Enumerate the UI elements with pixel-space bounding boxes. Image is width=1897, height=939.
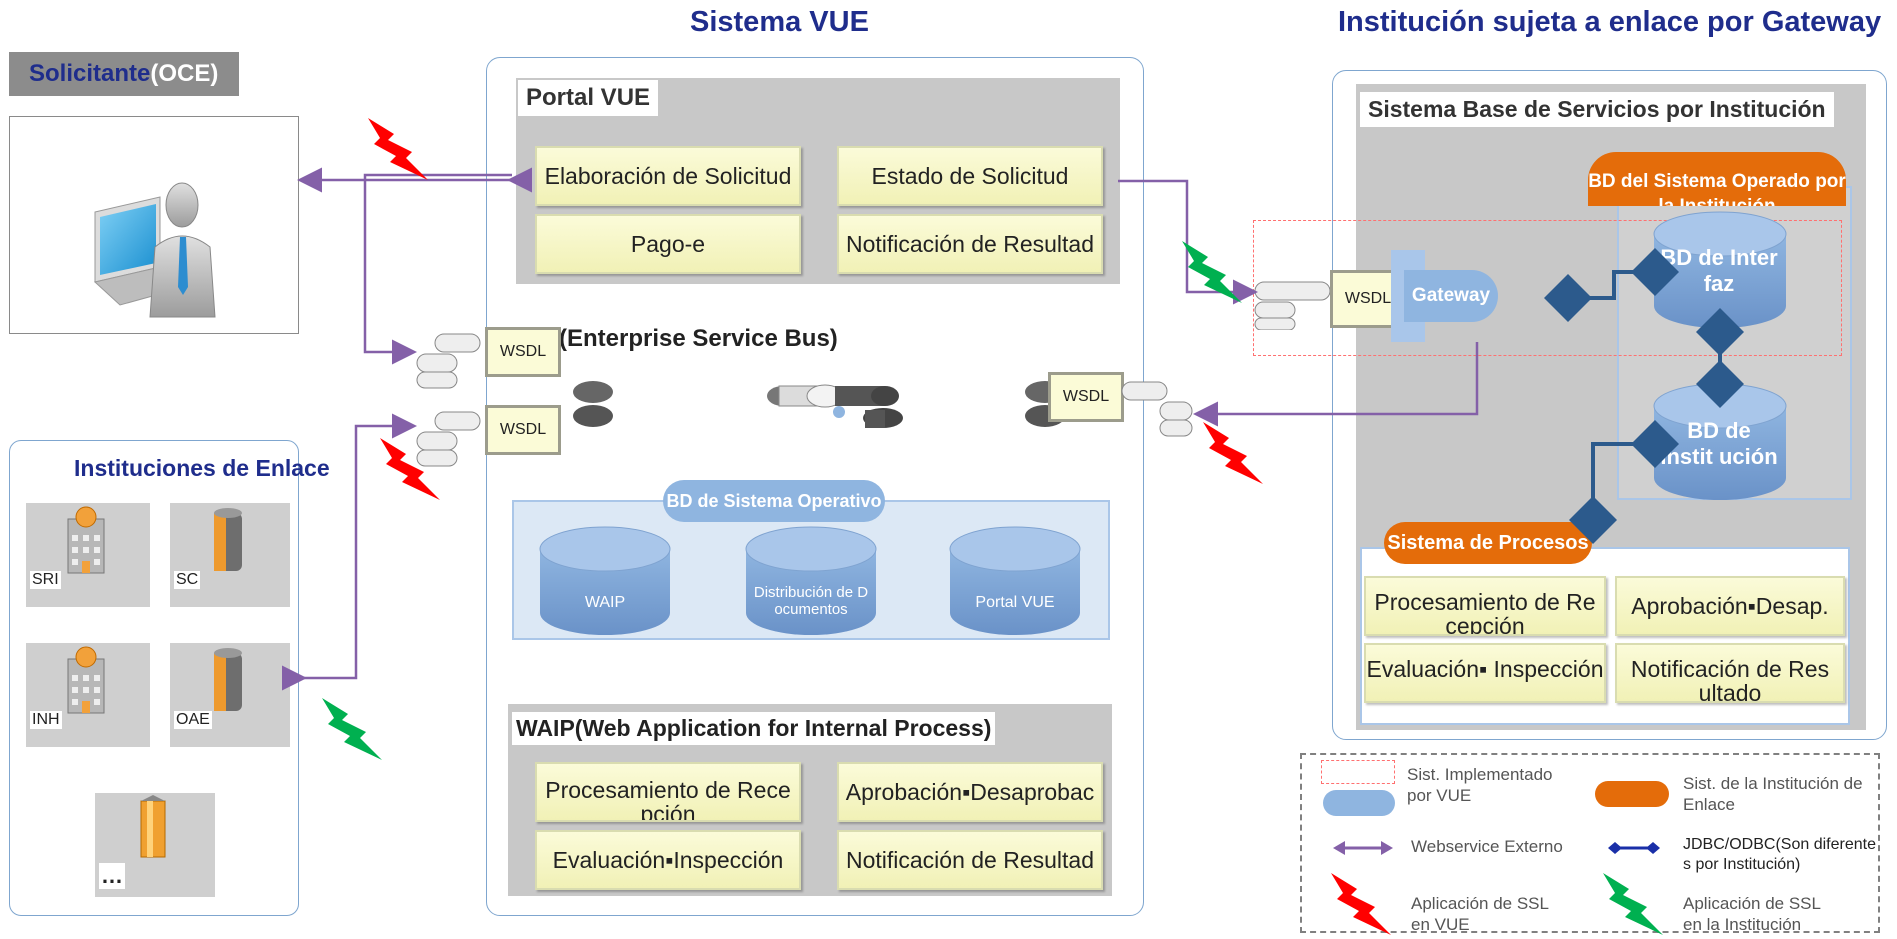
evaluacion-inspeccion-inst-button[interactable]: Evaluación▪ Inspección bbox=[1364, 643, 1606, 703]
legend-blue-pill-swatch bbox=[1323, 790, 1395, 816]
institution-tile-sc: SC bbox=[170, 503, 290, 607]
estado-solicitud-button[interactable]: Estado de Solicitud bbox=[837, 146, 1103, 206]
webservice-arrow-icon bbox=[1333, 841, 1393, 855]
bd-sistema-label: BD del Sistema Operado por la Institució… bbox=[1588, 152, 1846, 206]
institution-label-sri: SRI bbox=[30, 571, 61, 589]
institution-label-inh: INH bbox=[30, 711, 62, 729]
aprobacion-desap-button[interactable]: Aprobación▪Desap. bbox=[1615, 576, 1845, 636]
legend-orange-pill-swatch bbox=[1595, 781, 1669, 807]
ssl-bolt-icon bbox=[1203, 422, 1263, 484]
institution-label-sc: SC bbox=[174, 571, 201, 589]
ssl-institucion-bolt-icon bbox=[1603, 873, 1663, 935]
legend-ssl-institucion-text: Aplicación de SSL en la Institución bbox=[1683, 894, 1821, 935]
db-label-portal-vue: Portal VUE bbox=[975, 594, 1055, 611]
pago-e-button[interactable]: Pago-e bbox=[535, 214, 801, 274]
user-computer-icon bbox=[93, 182, 216, 318]
building-icon bbox=[67, 646, 105, 714]
institution-tile-sri: SRI bbox=[26, 503, 150, 607]
institution-tile-inh: INH bbox=[26, 643, 150, 747]
pipe-connector-icon bbox=[416, 411, 481, 467]
server-icon bbox=[214, 508, 242, 571]
server-icon bbox=[214, 648, 242, 711]
wsdl-esb-bottom: WSDL bbox=[485, 405, 561, 455]
solicitante-suffix: (OCE) bbox=[150, 60, 219, 87]
esb-hub-icon bbox=[767, 384, 903, 428]
procesos-title: Sistema de Procesos bbox=[1384, 522, 1592, 564]
database-icon-distribucion bbox=[745, 526, 877, 635]
waip-title: WAIP(Web Application for Internal Proces… bbox=[512, 712, 996, 745]
ssl-bolt-icon-green bbox=[322, 698, 382, 760]
wsdl-esb-right: WSDL bbox=[1048, 372, 1124, 422]
jdbc-connector-icon bbox=[1608, 842, 1660, 854]
ssl-vue-bolt-icon bbox=[1331, 873, 1391, 935]
bd-operativo-title: BD de Sistema Operativo bbox=[663, 480, 885, 522]
legend-webservice-text: Webservice Externo bbox=[1411, 837, 1563, 856]
procesamiento-recepcion-inst-button[interactable]: Procesamiento de Re cepción bbox=[1364, 576, 1606, 636]
esb-title-text: (Enterprise Service Bus) bbox=[559, 325, 838, 352]
portal-vue-title: Portal VUE bbox=[518, 80, 659, 116]
gateway: Gateway bbox=[1404, 270, 1498, 322]
esb-title: S(Enterprise Service Bus) bbox=[543, 325, 838, 353]
pipe-connector-icon bbox=[1121, 381, 1193, 437]
bd-interfaz-label: BD de Inter faz bbox=[1660, 245, 1778, 297]
institution-label-more: … bbox=[99, 863, 125, 889]
wsdl-esb-top: WSDL bbox=[485, 327, 561, 377]
notificacion-resultado-waip-button[interactable]: Notificación de Resultad bbox=[837, 830, 1103, 890]
legend-institucion-text: Sist. de la Institución de Enlace bbox=[1683, 774, 1863, 815]
institution-tile-oae: OAE bbox=[170, 643, 290, 747]
db-label-distribucion: Distribución de D ocumentos bbox=[753, 584, 869, 618]
tower-icon bbox=[140, 795, 166, 858]
solicitante-label: Solicitante bbox=[29, 60, 151, 87]
esb-connector-icon bbox=[573, 381, 613, 427]
solicitante-header: Solicitante(OCE) bbox=[9, 52, 239, 96]
evaluacion-inspeccion-button[interactable]: Evaluación▪Inspección bbox=[535, 830, 801, 890]
procesamiento-recepcion-button[interactable]: Procesamiento de Rece pción bbox=[535, 762, 801, 822]
institution-label-oae: OAE bbox=[174, 711, 212, 729]
database-icon-portal-vue bbox=[949, 526, 1081, 635]
pipe-connector-icon bbox=[416, 333, 481, 389]
ssl-bolt-icon bbox=[368, 118, 428, 180]
sistema-vue-title: Sistema VUE bbox=[690, 6, 869, 38]
bd-institucion-label: BD de Instit ución bbox=[1660, 418, 1778, 470]
notificacion-resultado-inst-button[interactable]: Notificación de Res ultado bbox=[1615, 643, 1845, 703]
db-label-waip: WAIP bbox=[584, 594, 626, 611]
legend-jdbc-text: JDBC/ODBC(Son diferente s por Institució… bbox=[1683, 836, 1876, 873]
institution-tile-more: … bbox=[95, 793, 215, 897]
elaboracion-solicitud-button[interactable]: Elaboración de Solicitud bbox=[535, 146, 801, 206]
instituciones-title: Instituciones de Enlace bbox=[74, 455, 330, 481]
aprobacion-desaprobacion-button[interactable]: Aprobación▪Desaprobac bbox=[837, 762, 1103, 822]
legend-implementado-text: Sist. Implementado por VUE bbox=[1407, 765, 1553, 806]
pipe-connector-icon bbox=[1254, 281, 1331, 330]
legend-ssl-vue-text: Aplicación de SSL en VUE bbox=[1411, 894, 1549, 935]
building-icon bbox=[67, 506, 105, 574]
notificacion-resultado-button[interactable]: Notificación de Resultad bbox=[837, 214, 1103, 274]
ssl-bolt-icon-green bbox=[1182, 241, 1242, 303]
legend-implementado-swatch bbox=[1321, 760, 1395, 784]
database-icon-interfaz bbox=[1653, 211, 1787, 328]
base-servicios-title: Sistema Base de Servicios por Institució… bbox=[1360, 92, 1834, 127]
solicitante-box bbox=[9, 116, 299, 334]
legend-box bbox=[1300, 753, 1880, 933]
database-icon-waip bbox=[539, 526, 671, 635]
institucion-gateway-title: Institución sujeta a enlace por Gateway bbox=[1338, 6, 1882, 38]
